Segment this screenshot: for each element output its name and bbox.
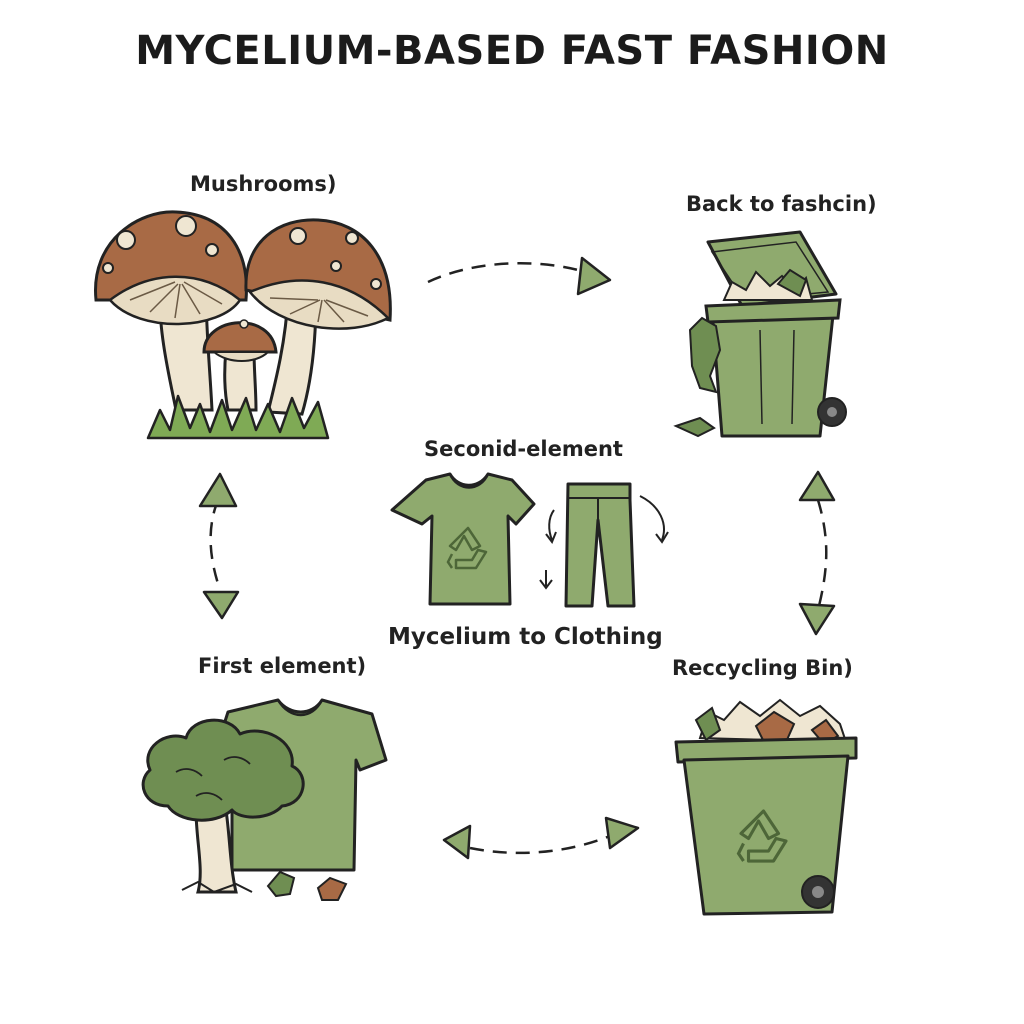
- label-mushrooms: Mushrooms): [190, 172, 337, 196]
- small-arrows: [539, 495, 669, 590]
- label-mycelium-to-clothing: Mycelium to Clothing: [388, 624, 663, 650]
- arrow-right: [816, 499, 828, 611]
- arrow-bottom: [469, 834, 611, 855]
- arrow-heads: [198, 256, 836, 860]
- tshirt-recycle-icon: [390, 472, 536, 606]
- label-first-element: First element): [198, 654, 367, 678]
- overflowing-bin-icon: [673, 230, 847, 438]
- mushroom-cluster-icon: [94, 210, 392, 440]
- cycle-arrows: [209, 262, 828, 855]
- pants-icon: [564, 482, 636, 608]
- label-recycling-bin: Reccycling Bin): [672, 656, 853, 680]
- diagram-title: MYCELIUM-BASED FAST FASHION: [135, 28, 889, 74]
- recycling-bin-icon: [674, 698, 858, 916]
- label-back-to-fashion: Back to fashcin): [686, 192, 877, 216]
- tree-shirt-icon: [141, 698, 388, 901]
- arrow-top: [427, 262, 579, 284]
- label-second-element: Seconid-element: [424, 437, 623, 461]
- arrow-left: [209, 499, 222, 591]
